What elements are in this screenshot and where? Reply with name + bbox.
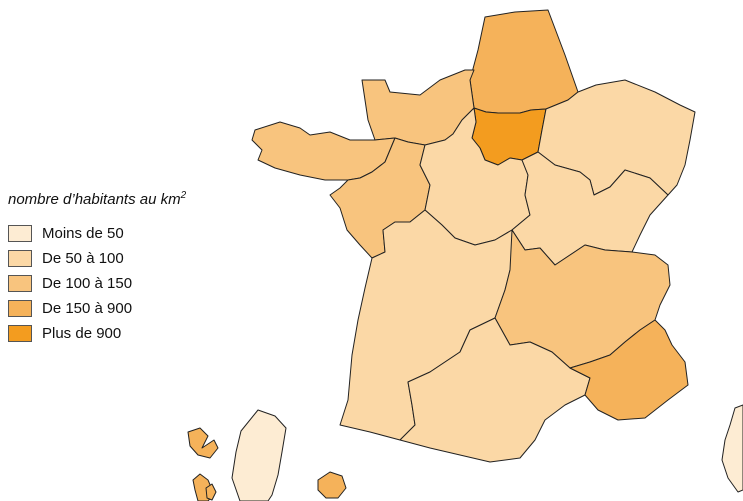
- legend-swatch: [8, 325, 32, 342]
- map-legend: nombre d’habitants au km2 Moins de 50 De…: [8, 190, 186, 346]
- region-guadeloupe: [187, 427, 219, 459]
- legend-item: De 150 à 900: [8, 296, 186, 321]
- legend-label: De 150 à 900: [42, 300, 133, 317]
- region-hauts-de-france: [469, 9, 579, 114]
- legend-swatch: [8, 250, 32, 267]
- region-bourgogne-franche-comte: [511, 151, 669, 266]
- region-mayotte: [205, 483, 217, 501]
- legend-swatch: [8, 275, 32, 292]
- legend-item: Plus de 900: [8, 321, 186, 346]
- legend-item: De 100 à 150: [8, 271, 186, 296]
- legend-title: nombre d’habitants au km2: [8, 190, 187, 208]
- region-guyane: [231, 409, 287, 501]
- legend-swatch: [8, 225, 32, 242]
- legend-label: De 100 à 150: [42, 275, 133, 292]
- legend-item: Moins de 50: [8, 221, 186, 246]
- legend-label: Moins de 50: [42, 225, 124, 242]
- legend-swatch: [8, 300, 32, 317]
- legend-item: De 50 à 100: [8, 246, 186, 271]
- legend-label: Plus de 900: [42, 325, 122, 342]
- region-corse: [721, 404, 743, 493]
- region-provence-alpes-cote-dazur: [569, 319, 689, 421]
- region-occitanie: [399, 317, 591, 463]
- legend-label: De 50 à 100: [42, 250, 124, 267]
- region-la-reunion: [317, 471, 347, 499]
